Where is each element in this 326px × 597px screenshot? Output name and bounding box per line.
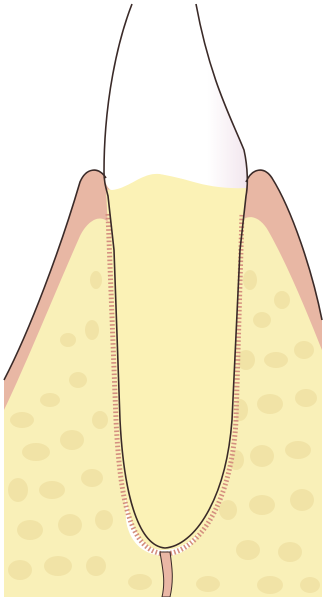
- tooth-crown: [104, 4, 247, 190]
